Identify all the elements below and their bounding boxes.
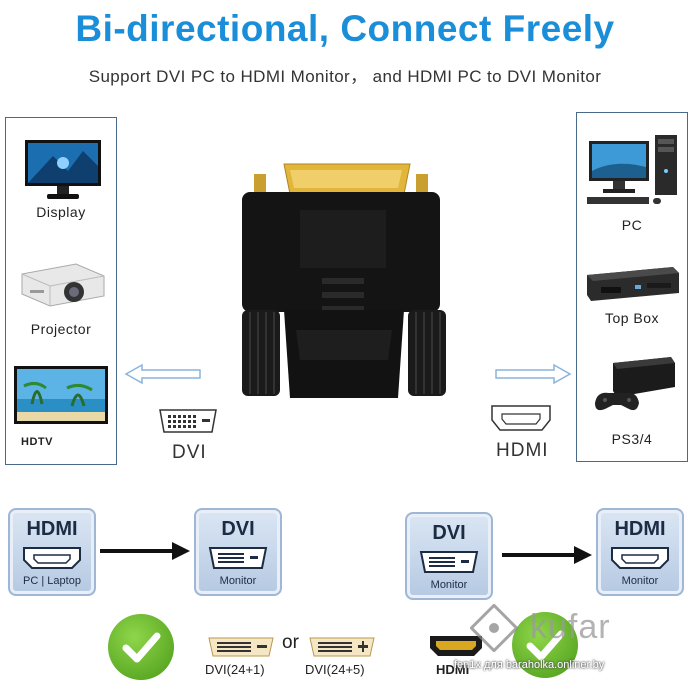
dvi-hdmi-adapter-image xyxy=(238,160,450,405)
hdmi-label: HDMI xyxy=(496,440,549,461)
device-label-pc: PC xyxy=(621,217,643,233)
hdtv-icon xyxy=(12,364,110,433)
dvi-target-card: DVI Monitor xyxy=(194,508,282,596)
dvi-source-card: DVI Monitor xyxy=(405,512,493,600)
hdmi-pin-icon xyxy=(428,634,484,663)
dvi-24-5-pin-icon xyxy=(308,636,376,663)
page-subtitle: Support DVI PC to HDMI Monitor， and HDMI… xyxy=(88,67,602,86)
display-icon xyxy=(23,136,103,211)
device-label-hdtv: HDTV xyxy=(21,436,53,448)
left-arrow-icon xyxy=(124,363,202,390)
hdmi-port-icon xyxy=(22,546,82,575)
projector-icon xyxy=(16,254,108,319)
card-title: DVI xyxy=(432,522,466,544)
card-title: HDMI xyxy=(614,518,666,540)
hdmi-connector-icon xyxy=(490,404,552,437)
dvi-24-5-label: DVI(24+5) xyxy=(305,662,365,677)
flow-arrow-icon xyxy=(98,540,192,567)
hdmi-target-card: HDMI Monitor xyxy=(596,508,684,596)
card-title: HDMI xyxy=(26,518,78,540)
pc-icon xyxy=(585,131,681,214)
left-device-panel: Display Projector HDTV xyxy=(5,117,117,465)
device-label-ps: PS3/4 xyxy=(611,431,653,447)
watermark-logo-icon xyxy=(469,603,519,657)
card-sub: PC | Laptop xyxy=(23,575,81,587)
right-device-panel: PC Top Box PS3/4 xyxy=(576,112,688,462)
hdmi-source-card: HDMI PC | Laptop xyxy=(8,508,96,596)
watermark-brand: kufar xyxy=(530,608,611,646)
hdmi-pin-label: HDMI xyxy=(436,662,470,677)
card-sub: Monitor xyxy=(430,579,468,591)
dvi-port-icon xyxy=(419,550,479,579)
dvi-port-icon xyxy=(208,546,268,575)
dvi-24-1-pin-icon xyxy=(207,636,275,663)
device-label-display: Display xyxy=(36,204,86,220)
hdmi-port-icon xyxy=(610,546,670,575)
check-icon xyxy=(108,614,174,680)
set-top-box-icon xyxy=(583,261,681,308)
game-console-icon xyxy=(591,353,677,428)
flow-arrow-icon xyxy=(500,544,594,571)
card-sub: Monitor xyxy=(621,575,659,587)
check-icon xyxy=(512,612,578,678)
device-label-top-box: Top Box xyxy=(604,310,660,326)
card-title: DVI xyxy=(221,518,255,540)
page-title: Bi-directional, Connect Freely xyxy=(75,8,615,49)
dvi-connector-icon xyxy=(158,408,218,439)
watermark-caption: fen1x для baraholka.onliner.by xyxy=(454,659,605,671)
dvi-label: DVI xyxy=(172,442,207,463)
right-arrow-icon xyxy=(494,363,572,390)
device-label-projector: Projector xyxy=(30,321,92,337)
or-text: or xyxy=(282,632,299,653)
card-sub: Monitor xyxy=(219,575,257,587)
dvi-24-1-label: DVI(24+1) xyxy=(205,662,265,677)
